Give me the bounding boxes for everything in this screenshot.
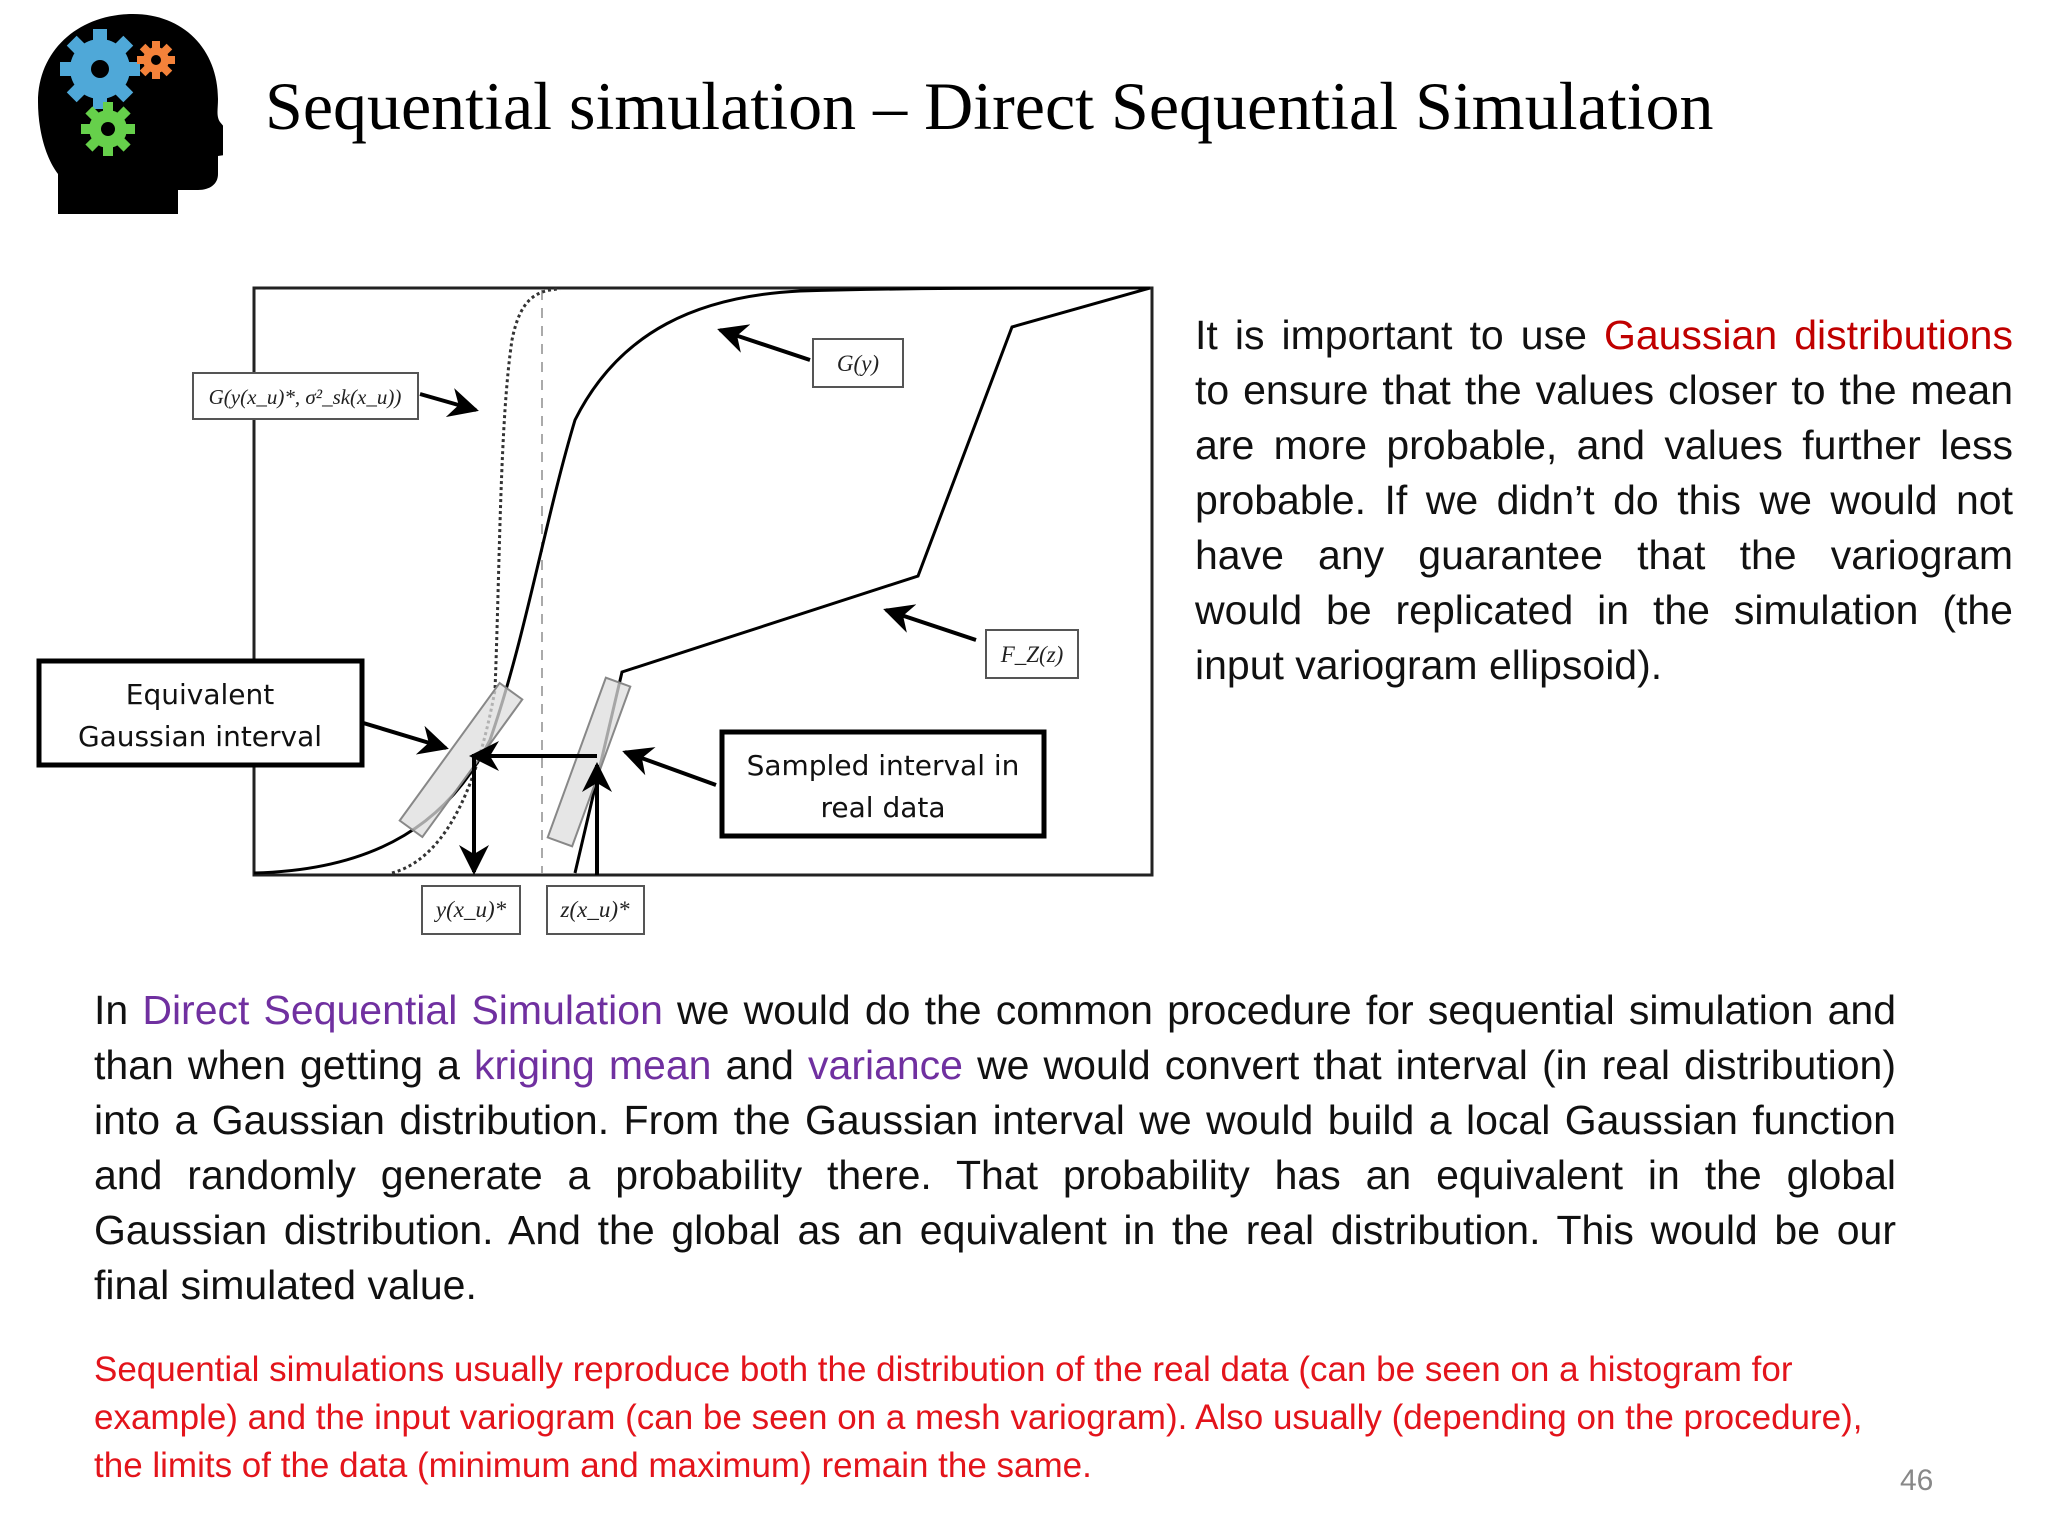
variance-highlight: variance (808, 1042, 963, 1088)
sampled-interval-line1: Sampled interval in (747, 749, 1020, 782)
head-with-gears-icon (38, 14, 223, 214)
sampled-interval-line2: real data (820, 791, 945, 824)
equivalent-gaussian-line2: Gaussian interval (78, 720, 322, 753)
gaussian-explanation-paragraph: It is important to use Gaussian distribu… (1195, 312, 2013, 688)
label-local-gaussian: G(y(x_u)*, σ²_sk(x_u)) (209, 385, 402, 409)
local-gaussian-cdf (391, 287, 561, 875)
equivalent-gaussian-line1: Equivalent (126, 678, 274, 711)
equivalent-gaussian-box (36, 658, 365, 768)
sampled-interval-box (719, 729, 1047, 839)
slide-title: Sequential simulation – Direct Sequentia… (265, 68, 1714, 144)
label-real-distribution: F_Z(z) (1000, 642, 1064, 667)
label-global-gaussian: G(y) (837, 351, 879, 376)
label-z-value: z(x_u)* (560, 897, 630, 922)
label-y-value: y(x_u)* (434, 897, 507, 922)
page-number: 46 (1900, 1464, 1934, 1497)
kriging-mean-highlight: kriging mean (474, 1042, 712, 1088)
dss-explanation-paragraph: In Direct Sequential Simulation we would… (94, 987, 1897, 1308)
gaussian-distributions-highlight: Gaussian distributions (1603, 312, 2013, 358)
dss-highlight: Direct Sequential Simulation (142, 987, 663, 1033)
reproduction-note-paragraph: Sequential simulations usually reproduce… (94, 1350, 1863, 1485)
